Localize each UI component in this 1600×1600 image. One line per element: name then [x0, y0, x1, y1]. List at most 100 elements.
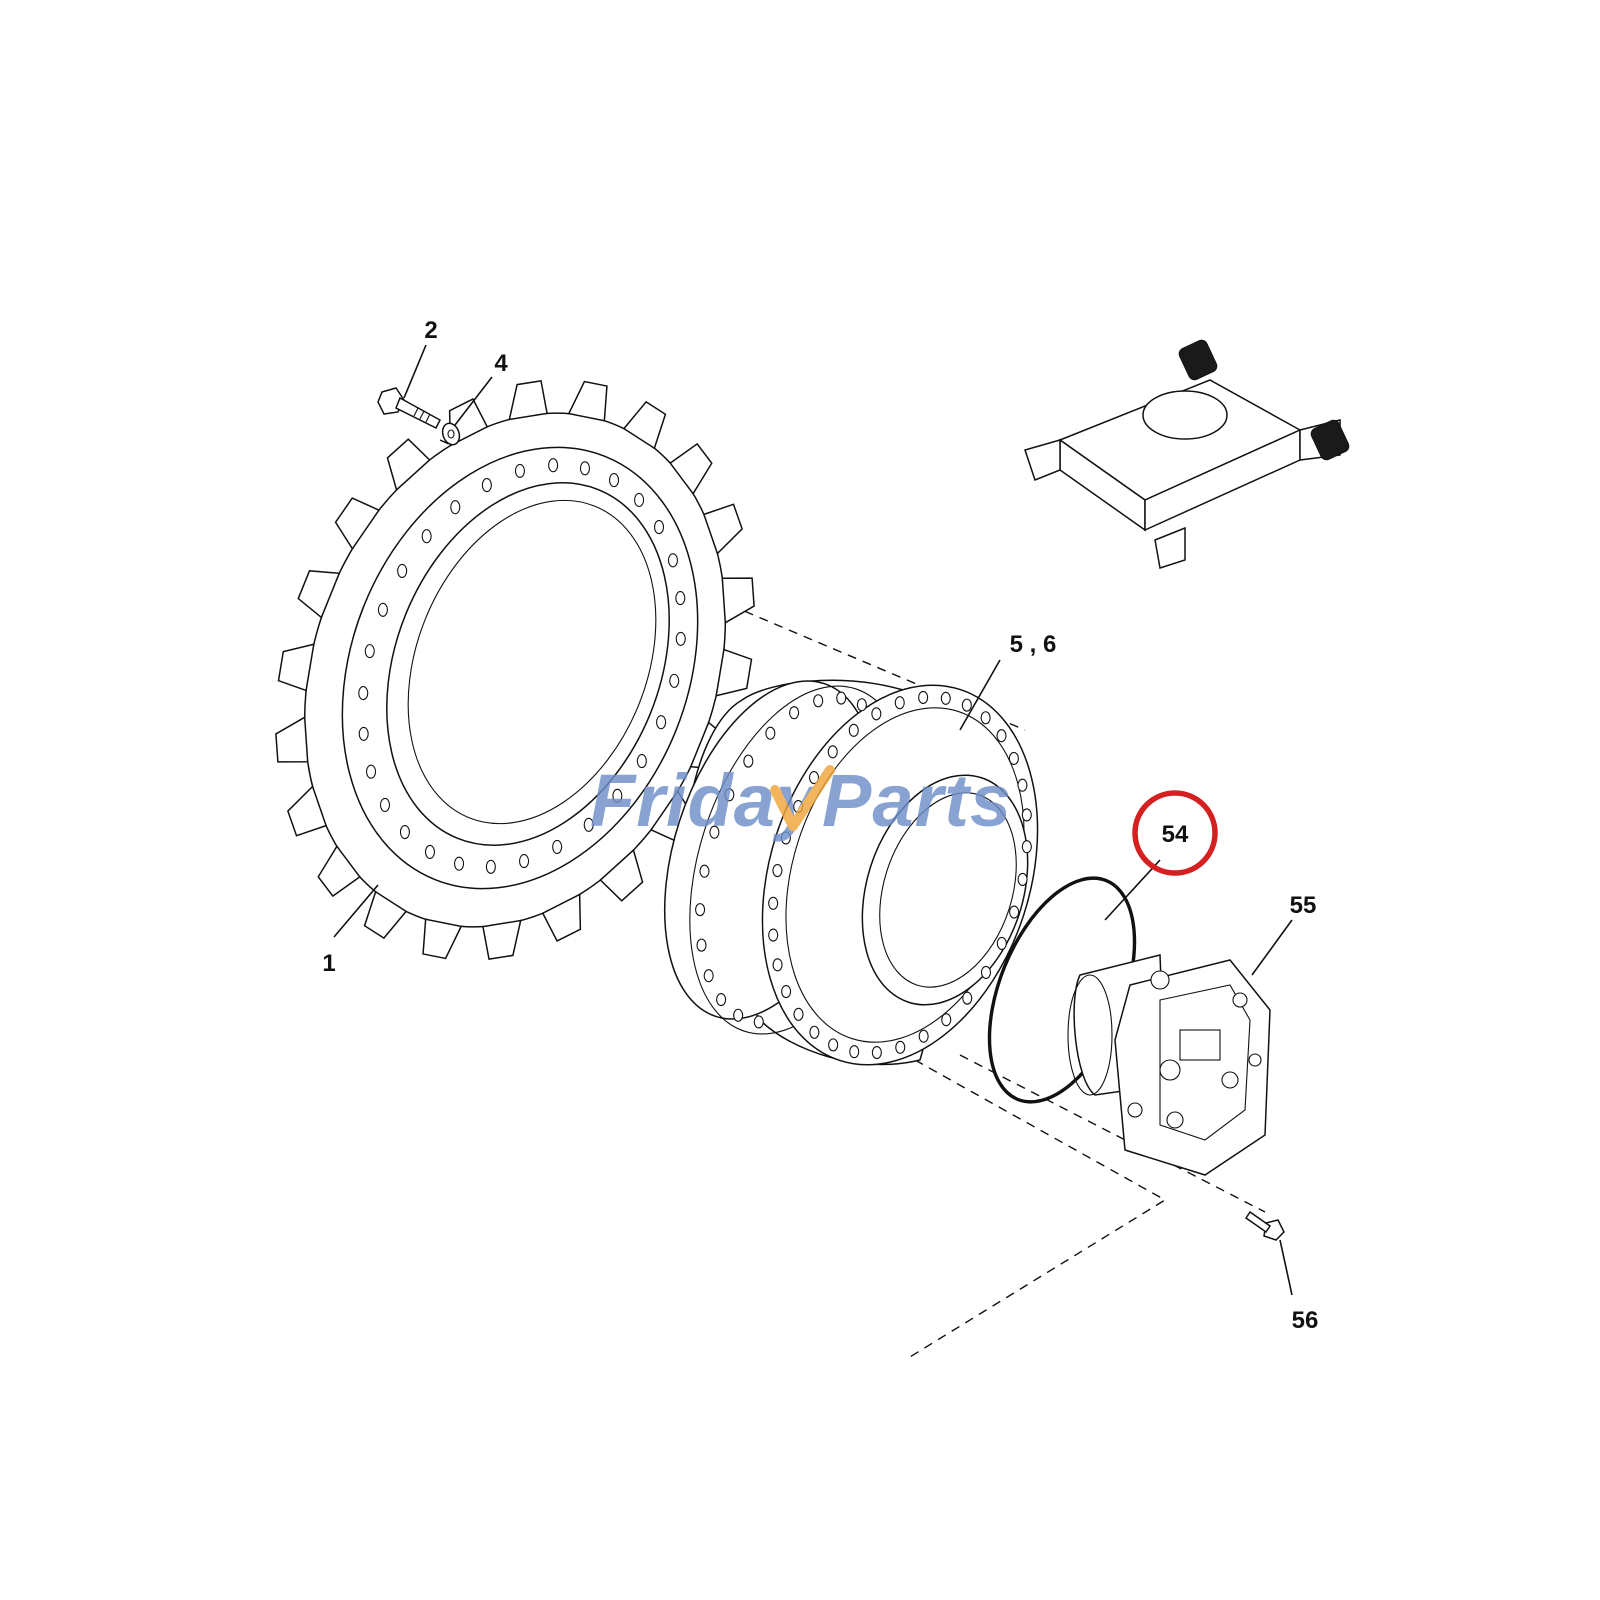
sprocket-tooth: [317, 844, 361, 898]
housing-bolt-hole: [856, 698, 867, 712]
sprocket-tooth: [287, 785, 328, 837]
housing-bolt-hole: [996, 936, 1007, 950]
housing-bolt-hole: [1017, 778, 1028, 792]
travel-motor: [1067, 954, 1271, 1176]
housing-bolt-hole: [1009, 905, 1020, 919]
sprocket-bolt-hole: [358, 726, 369, 741]
sprocket-bolt-hole: [453, 856, 465, 871]
housing-bolt-hole: [871, 707, 882, 721]
housing-bolt-hole: [789, 706, 800, 720]
sprocket-tooth: [422, 918, 463, 960]
motor-bolt: [1244, 1210, 1285, 1241]
sprocket-bolt-hole: [675, 631, 686, 646]
sprocket-bolt-hole: [656, 715, 667, 730]
housing-bolt-hole: [813, 694, 824, 708]
sprocket-bolt-hole: [669, 673, 680, 688]
housing-bolt-hole: [827, 745, 838, 759]
housing-bolt-hole: [743, 754, 754, 768]
sprocket-tooth: [297, 570, 341, 619]
housing-bolt-hole: [940, 691, 951, 705]
callout-54: 54: [1162, 821, 1189, 848]
housing-bolt-hole: [1021, 808, 1032, 822]
housing-bolt-hole: [918, 1029, 929, 1043]
housing-bolt-hole: [765, 726, 776, 740]
housing-bolt-hole: [716, 992, 727, 1007]
sprocket-bolt-hole: [675, 591, 686, 606]
housing-bolt-hole: [724, 788, 735, 802]
gear-housing: [663, 679, 1039, 1066]
watermark-check-icon: [770, 765, 835, 831]
sprocket-tooth: [541, 893, 582, 942]
callout-4: 4: [494, 350, 508, 377]
housing-bolt-hole: [703, 969, 714, 983]
sprocket-bolt-hole: [364, 644, 375, 659]
track-frame-inset: [1024, 339, 1350, 569]
sprocket-tooth: [482, 919, 522, 961]
sprocket-tooth: [275, 716, 309, 763]
housing-bolt-hole: [772, 863, 783, 878]
sprocket-bolt-hole: [548, 458, 559, 473]
housing-bolt-hole: [793, 1007, 804, 1021]
sprocket-bolt-hole: [424, 844, 436, 859]
housing-bolt-hole: [699, 864, 710, 878]
callout-1: 1: [322, 950, 335, 977]
sprocket-bolt-hole: [612, 788, 623, 803]
sprocket-tooth: [277, 643, 315, 692]
sprocket-bolt-hole: [583, 817, 594, 832]
sprocket-bolt-hole: [399, 825, 410, 840]
sprocket-tooth: [702, 503, 743, 555]
housing-bolt-hole: [1008, 751, 1019, 766]
sprocket-tooth: [622, 400, 667, 450]
housing-bolt-hole: [962, 991, 973, 1005]
sprocket-bolt-hole: [358, 686, 369, 701]
housing-bolt-hole: [1017, 872, 1028, 887]
sprocket-tooth: [721, 577, 755, 624]
housing-bolt-hole: [894, 696, 905, 710]
sprocket-bolt-hole: [397, 563, 408, 578]
watermark-text-parts: Parts: [822, 759, 1012, 842]
housing-bolt-hole: [941, 1013, 952, 1027]
housing-bolt-hole: [709, 825, 720, 839]
watermark-text-friday: Friday: [590, 759, 821, 842]
sprocket-bolt-hole: [634, 492, 645, 507]
housing-bolt-hole: [980, 965, 992, 979]
housing-bolt-hole: [808, 771, 820, 785]
sprocket-bolt-hole: [379, 797, 391, 812]
housing-bolt-hole: [780, 831, 791, 845]
sprocket-tooth: [567, 380, 608, 422]
sprocket-tooth: [386, 438, 431, 492]
housing-bolt-hole: [828, 1038, 839, 1052]
housing-bolt-hole: [849, 1045, 860, 1059]
callout-5-6: 5 , 6: [1010, 631, 1057, 658]
housing-bolt-hole: [871, 1045, 882, 1060]
sprocket-bolt-hole: [485, 859, 496, 874]
sprocket-bolt-hole: [579, 461, 591, 476]
housing-bolt-hole: [809, 1025, 820, 1039]
sprocket: [275, 379, 755, 961]
sprocket-tooth: [363, 890, 408, 940]
sprocket-bolt-hole: [377, 602, 388, 617]
sprocket-bolt-hole: [450, 500, 461, 515]
sprocket-bolt-hole: [481, 478, 492, 493]
callout-2: 2: [424, 317, 437, 344]
sprocket-bolt-hole: [365, 764, 377, 779]
sprocket-bolt-hole: [608, 473, 620, 488]
housing-bolt-hole: [772, 958, 783, 972]
housing-bolt-hole: [918, 690, 929, 705]
sprocket-bolt-hole: [552, 839, 563, 854]
housing-bolt-hole: [781, 984, 792, 999]
callout-56: 56: [1292, 1307, 1319, 1334]
highlight-circle: [1132, 790, 1218, 876]
sprocket-tooth: [715, 648, 753, 697]
leader-lines: [333, 344, 1293, 1296]
sprocket-bolt-hole: [667, 553, 679, 568]
sprocket-tooth: [334, 497, 381, 551]
housing-bolt-hole: [961, 698, 972, 712]
housing-bolt-hole: [836, 691, 847, 705]
housing-bolt-hole: [996, 729, 1007, 743]
housing-bolt-hole: [895, 1040, 906, 1054]
housing-bolt-hole: [1021, 840, 1032, 854]
housing-bolt-hole: [848, 723, 859, 737]
